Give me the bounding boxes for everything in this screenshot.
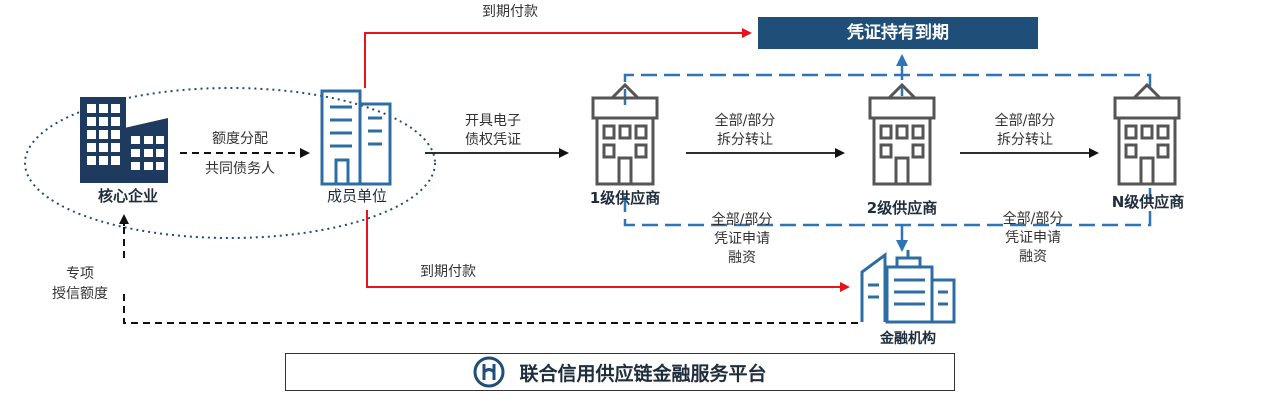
member-unit-icon [320, 89, 392, 186]
financing-a-label-3: 融资 [728, 250, 756, 266]
transfer-b-label-1: 全部/部分 [994, 113, 1056, 129]
transfer-b-label-2: 拆分转让 [997, 132, 1053, 148]
issue-label-2: 债权凭证 [465, 132, 521, 148]
supplier-1-icon [591, 82, 659, 186]
pay-bottom-line [366, 210, 850, 292]
co-debtor-label: 共同债务人 [205, 161, 275, 177]
credit-line [123, 222, 858, 324]
financing-b-label-2: 凭证申请 [1005, 230, 1061, 246]
transfer-a-label-1: 全部/部分 [714, 113, 776, 129]
platform-bar: 联合信用供应链金融服务平台 [285, 353, 955, 391]
supplier-2-label: 2级供应商 [866, 199, 938, 217]
credit-label-1: 专项 [66, 266, 94, 282]
financing-a-label-2: 凭证申请 [714, 231, 770, 247]
financing-b-label-3: 融资 [1019, 249, 1047, 265]
pay-top-line [364, 28, 752, 88]
core-enterprise-label: 核心企业 [97, 187, 158, 205]
group-ellipse [24, 87, 436, 239]
credit-label-2: 授信额度 [52, 286, 108, 302]
supplier-n-icon [1113, 82, 1181, 186]
member-unit-label: 成员单位 [326, 187, 387, 205]
transfer-a-label-2: 拆分转让 [717, 132, 773, 148]
voucher-maturity-banner: 凭证持有到期 [758, 17, 1038, 49]
issue-label-1: 开具电子 [465, 113, 521, 129]
financing-b-label-1: 全部/部分 [1002, 211, 1064, 227]
bank-label: 金融机构 [880, 331, 936, 347]
pay-top-label: 到期付款 [482, 4, 538, 20]
financing-a-label-1: 全部/部分 [711, 212, 773, 228]
union-credit-logo-icon [473, 356, 505, 388]
quota-allocation-label: 额度分配 [212, 131, 268, 147]
pay-bottom-label: 到期付款 [420, 264, 476, 280]
supplier-1-label: 1级供应商 [589, 189, 661, 207]
supplier-loop [623, 73, 1152, 227]
platform-title: 联合信用供应链金融服务平台 [519, 362, 767, 385]
supplier-n-label: N级供应商 [1111, 193, 1185, 211]
supplier-2-icon [868, 82, 936, 186]
bank-icon [860, 250, 956, 324]
